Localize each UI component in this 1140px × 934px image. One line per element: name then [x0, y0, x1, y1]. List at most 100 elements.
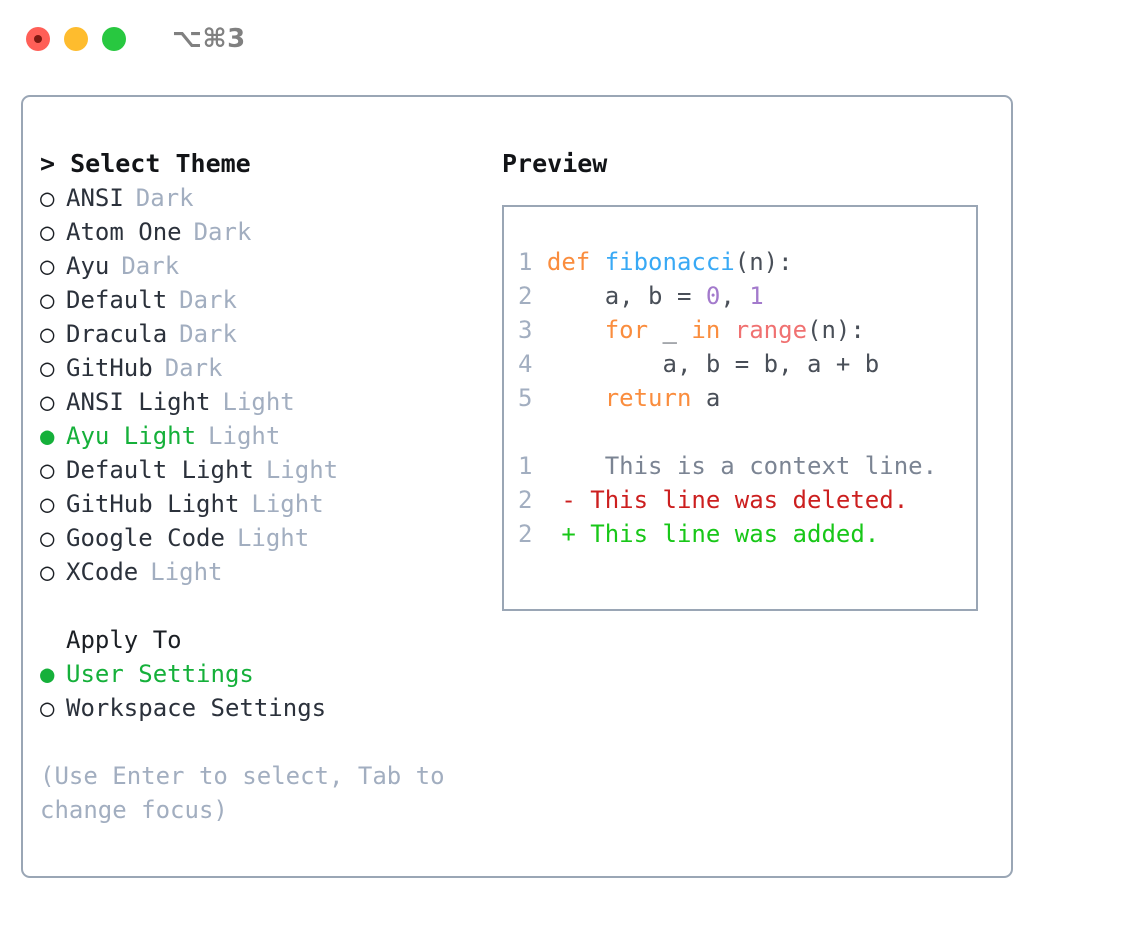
radio-unselected-icon: ○ [40, 218, 55, 246]
code-token: 0 [705, 282, 721, 310]
code-token: , [720, 282, 750, 310]
radio-selected-icon: ● [40, 660, 55, 688]
code-line: 5 return a [518, 381, 976, 415]
code-line: 3 for _ in range(n): [518, 313, 976, 347]
diff-line-number: 1 [518, 452, 533, 480]
keyboard-shortcut-label: ⌥⌘3 [172, 24, 246, 54]
apply-to-heading: Apply To [66, 626, 182, 654]
radio-unselected-icon: ○ [40, 320, 55, 348]
code-token [547, 384, 605, 412]
code-line-number: 1 [518, 248, 533, 276]
close-button-icon[interactable] [26, 27, 50, 51]
diff-gutter-space [532, 520, 561, 548]
theme-option-name: XCode [66, 558, 139, 586]
code-line: 2 a, b = 0, 1 [518, 279, 976, 313]
diff-line-number: 2 [518, 520, 533, 548]
theme-option-category: Light [150, 558, 223, 586]
code-token: a, b = b, a + b [546, 350, 880, 378]
diff-line-text: This is a context line. [575, 452, 938, 480]
code-gutter-space [532, 282, 546, 310]
code-token: (n): [734, 248, 793, 276]
diff-line: 2 + This line was added. [518, 517, 976, 551]
theme-option-category: Dark [179, 320, 237, 348]
theme-option-name: ANSI [66, 184, 124, 212]
code-token: def [546, 248, 605, 276]
theme-option-category: Light [251, 490, 324, 518]
diff-marker: - [561, 486, 576, 514]
theme-option[interactable]: ○ ANSI Light Light [40, 385, 500, 419]
theme-option-name: Ayu [66, 252, 110, 280]
theme-option-category: Light [222, 388, 295, 416]
code-gutter-space [532, 316, 546, 344]
preview-heading: Preview [502, 149, 608, 178]
apply-to-list[interactable]: ●User Settings○Workspace Settings [40, 657, 500, 725]
apply-to-option-label: Workspace Settings [66, 694, 327, 722]
code-token: for [604, 316, 649, 344]
radio-selected-icon: ● [40, 422, 55, 450]
radio-unselected-icon: ○ [40, 354, 55, 382]
code-token [547, 316, 605, 344]
theme-option-category: Light [265, 456, 339, 484]
theme-option-name: GitHub [66, 354, 153, 382]
theme-option-category: Light [208, 422, 281, 450]
diff-sample: 1 This is a context line. 2 - This line w… [518, 449, 976, 551]
theme-option-name: ANSI Light [66, 388, 211, 416]
diff-marker [561, 452, 575, 480]
theme-option[interactable]: ○ Atom One Dark [40, 215, 500, 249]
theme-option-name: Dracula [66, 320, 168, 348]
radio-unselected-icon: ○ [40, 490, 55, 518]
code-line-number: 3 [518, 316, 533, 344]
theme-option[interactable]: ○ Dracula Dark [40, 317, 500, 351]
code-line: 1 def fibonacci(n): [518, 245, 976, 279]
traffic-light-group [26, 27, 126, 51]
code-token: 1 [749, 282, 764, 310]
theme-option-category: Dark [164, 354, 223, 382]
radio-unselected-icon: ○ [40, 388, 55, 416]
preview-column: Preview 1 def fibonacci(n):2 a, b = 0, 1… [502, 147, 1002, 611]
theme-option-category: Dark [193, 218, 252, 246]
section-spacer [40, 589, 500, 623]
diff-line-text: This line was deleted. [575, 486, 909, 514]
radio-unselected-icon: ○ [40, 524, 55, 552]
keyboard-hint-text: (Use Enter to select, Tab to change focu… [40, 762, 445, 824]
code-token: a [691, 384, 721, 412]
maximize-button-icon[interactable] [102, 27, 126, 51]
theme-option-category: Dark [121, 252, 180, 280]
code-token: _ [648, 316, 692, 344]
title-bar: ⌥⌘3 [0, 0, 1140, 78]
theme-option[interactable]: ○ XCode Light [40, 555, 500, 589]
minimize-button-icon[interactable] [64, 27, 88, 51]
code-token: range [734, 316, 808, 344]
diff-line-text: This line was added. [575, 520, 880, 548]
select-theme-heading: > Select Theme [40, 149, 251, 178]
apply-to-option[interactable]: ○Workspace Settings [40, 691, 500, 725]
code-line-number: 4 [518, 350, 533, 378]
code-gutter-space [532, 384, 546, 412]
theme-option-name: Default Light [66, 456, 254, 484]
radio-unselected-icon: ○ [40, 184, 55, 212]
code-line: 4 a, b = b, a + b [518, 347, 976, 381]
code-token: fibonacci [604, 248, 735, 276]
code-token: a, b = [546, 282, 706, 310]
diff-marker: + [561, 520, 576, 548]
theme-option-name: Atom One [66, 218, 182, 246]
apply-to-option[interactable]: ●User Settings [40, 657, 500, 691]
code-line-number: 2 [518, 282, 533, 310]
diff-gutter-space [532, 486, 561, 514]
radio-unselected-icon: ○ [40, 558, 55, 586]
code-token [720, 316, 734, 344]
theme-option[interactable]: ○ GitHub Dark [40, 351, 500, 385]
